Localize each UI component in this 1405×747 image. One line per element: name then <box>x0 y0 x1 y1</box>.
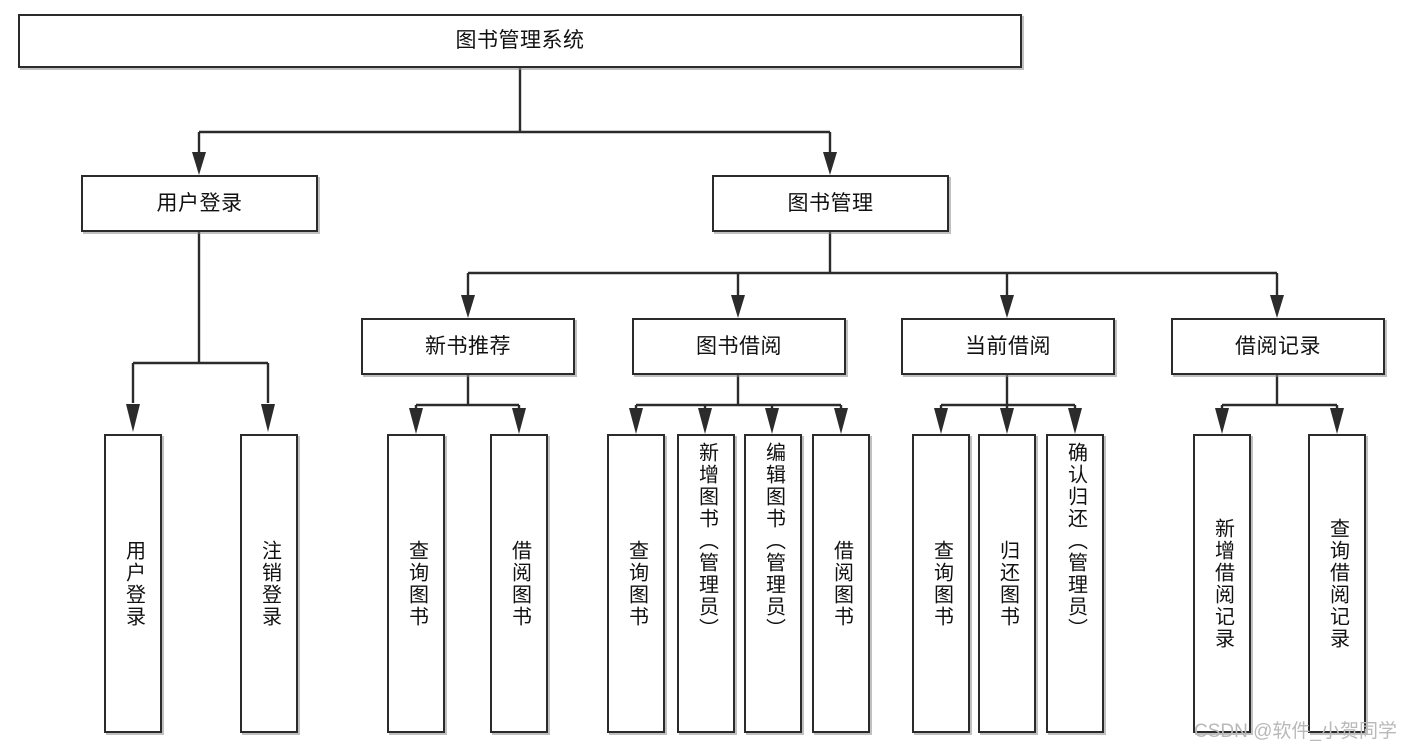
arrowhead-current-borrow <box>1000 295 1014 318</box>
node-book-management-label: 图书管理 <box>787 191 874 215</box>
node-user-login[interactable]: 用户登录 <box>81 175 318 232</box>
arrowhead-leaf-logout <box>261 404 275 432</box>
arrowhead-user-login <box>192 152 206 175</box>
node-leaf-nbr-query-book[interactable]: 查询图书 <box>387 434 445 733</box>
arrowhead-book-borrow <box>731 295 745 318</box>
node-leaf-bb-borrow-book[interactable]: 借阅图书 <box>812 434 870 733</box>
arrowhead-borrow-records <box>1270 295 1284 318</box>
arrowhead-bb-leaf3 <box>765 408 779 434</box>
arrowhead-nbr-leaf1 <box>409 408 423 434</box>
arrowhead-book-manage <box>823 152 837 175</box>
arrowhead-new-book-recommend <box>461 295 475 318</box>
arrowhead-bb-leaf1 <box>629 408 643 434</box>
node-leaf-bb-query-book-label: 查询图书 <box>625 539 648 628</box>
node-leaf-cb-confirm-return-admin-label: 确认归还（管理员） <box>1064 442 1087 640</box>
node-borrow-records[interactable]: 借阅记录 <box>1171 318 1385 375</box>
node-book-management[interactable]: 图书管理 <box>712 175 949 232</box>
arrowhead-br-leaf2 <box>1330 408 1344 434</box>
node-current-borrow-label: 当前借阅 <box>965 334 1051 358</box>
node-leaf-br-query-record-label: 查询借阅记录 <box>1326 517 1349 650</box>
node-leaf-nbr-borrow-book-label: 借阅图书 <box>508 539 531 628</box>
node-leaf-br-add-record-label: 新增借阅记录 <box>1211 517 1234 650</box>
node-leaf-logout[interactable]: 注销登录 <box>240 434 298 733</box>
node-leaf-bb-query-book[interactable]: 查询图书 <box>607 434 665 733</box>
node-leaf-cb-query-book-label: 查询图书 <box>930 539 953 628</box>
node-leaf-logout-label: 注销登录 <box>258 539 281 628</box>
node-leaf-bb-edit-book-admin-label: 编辑图书（管理员） <box>762 442 785 640</box>
node-leaf-br-add-record[interactable]: 新增借阅记录 <box>1193 434 1251 733</box>
arrowhead-cb-leaf1 <box>934 408 948 434</box>
node-leaf-bb-add-book-admin-label: 新增图书（管理员） <box>695 442 718 640</box>
node-leaf-cb-query-book[interactable]: 查询图书 <box>912 434 970 733</box>
node-new-book-recommend[interactable]: 新书推荐 <box>361 318 575 375</box>
node-user-login-label: 用户登录 <box>156 191 243 215</box>
arrowhead-leaf-user-login <box>126 404 140 432</box>
arrowhead-cb-leaf3 <box>1068 408 1082 434</box>
node-borrow-records-label: 借阅记录 <box>1235 334 1321 358</box>
node-root-book-management-system[interactable]: 图书管理系统 <box>18 14 1022 68</box>
node-book-borrow-label: 图书借阅 <box>696 334 782 358</box>
arrowhead-bb-leaf2 <box>698 408 712 434</box>
node-leaf-cb-return-book-label: 归还图书 <box>996 539 1019 628</box>
arrowhead-nbr-leaf2 <box>512 408 526 434</box>
node-leaf-user-login[interactable]: 用户登录 <box>104 434 162 733</box>
node-leaf-cb-return-book[interactable]: 归还图书 <box>978 434 1036 733</box>
arrowhead-br-leaf1 <box>1215 408 1229 434</box>
node-leaf-user-login-label: 用户登录 <box>122 539 145 628</box>
node-leaf-nbr-borrow-book[interactable]: 借阅图书 <box>490 434 548 733</box>
node-current-borrow[interactable]: 当前借阅 <box>901 318 1115 375</box>
arrowhead-cb-leaf2 <box>1000 408 1014 434</box>
node-new-book-recommend-label: 新书推荐 <box>425 334 511 358</box>
node-leaf-nbr-query-book-label: 查询图书 <box>405 539 428 628</box>
node-leaf-cb-confirm-return-admin[interactable]: 确认归还（管理员） <box>1046 434 1104 733</box>
node-root-label: 图书管理系统 <box>455 29 585 53</box>
node-leaf-br-query-record[interactable]: 查询借阅记录 <box>1308 434 1366 733</box>
watermark: CSDN @软件_小贺同学 <box>1194 721 1397 742</box>
arrowhead-bb-leaf4 <box>834 408 848 434</box>
node-leaf-bb-borrow-book-label: 借阅图书 <box>830 539 853 628</box>
node-book-borrow[interactable]: 图书借阅 <box>632 318 846 375</box>
node-leaf-bb-add-book-admin[interactable]: 新增图书（管理员） <box>677 434 735 733</box>
node-leaf-bb-edit-book-admin[interactable]: 编辑图书（管理员） <box>744 434 802 733</box>
